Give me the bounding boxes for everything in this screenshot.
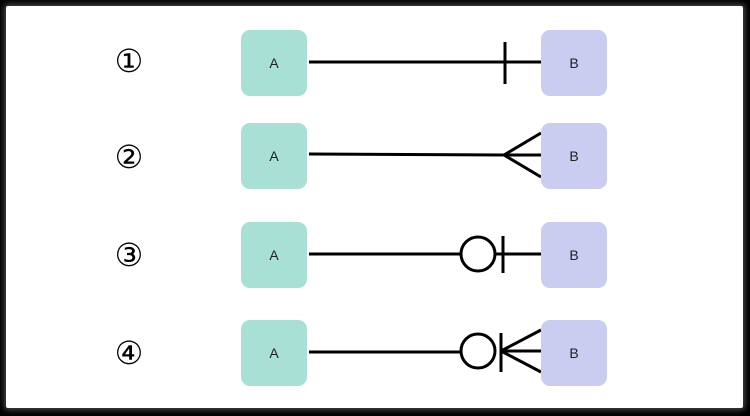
connector-zero-or-many — [309, 328, 542, 374]
entity-b-label: B — [569, 55, 579, 71]
entity-b-label: B — [569, 148, 579, 164]
row-number-3: ③ — [114, 236, 144, 274]
entity-a-row-4: A — [241, 320, 307, 386]
entity-b-label: B — [569, 247, 579, 263]
entity-a-label: A — [269, 148, 279, 164]
entity-b-row-2: B — [541, 123, 607, 189]
entity-b-row-4: B — [541, 320, 607, 386]
entity-a-row-3: A — [241, 222, 307, 288]
entity-a-row-1: A — [241, 30, 307, 96]
entity-b-row-1: B — [541, 30, 607, 96]
diagram-canvas — [6, 6, 743, 408]
connector-exactly-one — [309, 42, 541, 84]
row-number-2: ② — [114, 138, 144, 176]
row-number-4: ④ — [114, 334, 144, 372]
connector-many — [308, 131, 542, 179]
entity-b-label: B — [569, 345, 579, 361]
entity-a-label: A — [269, 55, 279, 71]
connector-zero-or-one — [309, 235, 541, 273]
entity-a-row-2: A — [241, 123, 307, 189]
row-number-1: ① — [114, 42, 144, 80]
entity-b-row-3: B — [541, 222, 607, 288]
entity-a-label: A — [269, 345, 279, 361]
entity-a-label: A — [269, 247, 279, 263]
